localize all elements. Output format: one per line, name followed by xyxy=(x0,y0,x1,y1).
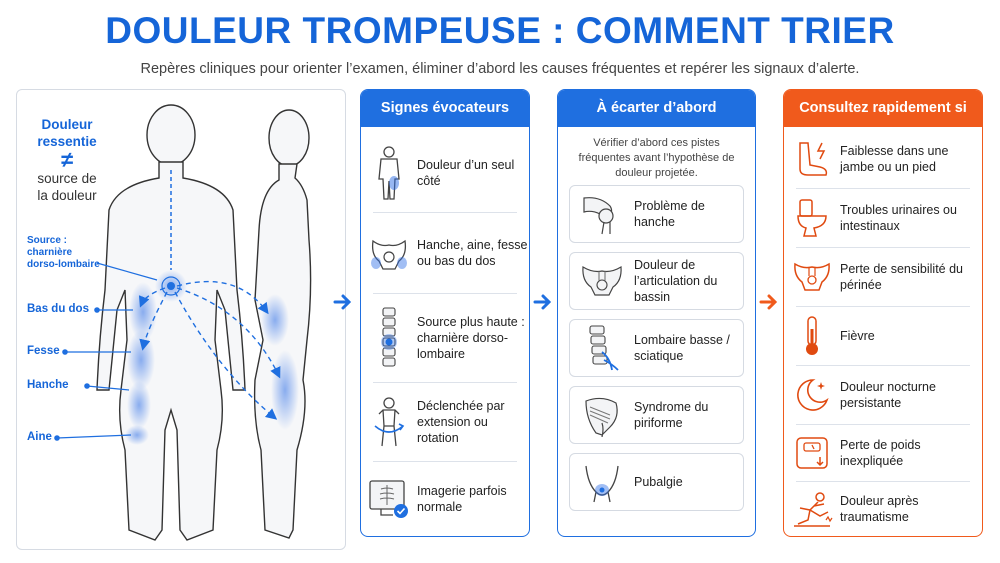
list-item: Source plus haute : charnière dorso-lomb… xyxy=(361,294,529,382)
page-title: DOULEUR TROMPEUSE : COMMENT TRIER xyxy=(105,10,895,51)
source-line1: source de xyxy=(37,171,97,186)
urgent-text: Douleur après traumatisme xyxy=(840,494,919,524)
source-label: Source : charnière dorso-lombaire xyxy=(27,235,100,271)
toilet-icon xyxy=(784,198,840,238)
body-illustration xyxy=(54,104,312,541)
source-label-line3: dorso-lombaire xyxy=(27,259,100,270)
fall-icon xyxy=(784,490,840,528)
foot-weakness-icon xyxy=(784,139,840,179)
source-label-line2: charnière xyxy=(27,247,73,258)
list-item: Douleur d’un seul côté xyxy=(361,134,529,212)
list-item: Problème de hanche xyxy=(569,185,744,243)
pelvis-joint-icon xyxy=(570,261,634,301)
not-equal-symbol: ≠ xyxy=(60,147,74,172)
rule-out-text: Syndrome du piriforme xyxy=(634,400,709,430)
urgent-header: Consultez rapidement si xyxy=(784,90,982,127)
list-item: Faiblesse dans une jambe ou un pied xyxy=(784,130,982,188)
list-item: Fièvre xyxy=(784,307,982,365)
urgent-text: Troubles urinaires ou intestinaux xyxy=(840,203,957,233)
page-subtitle: Repères cliniques pour orienter l’examen… xyxy=(140,61,860,77)
label-lower-back: Bas du dos xyxy=(27,303,89,315)
rule-out-header: À écarter d’abord xyxy=(558,90,755,127)
rule-out-text: Douleur de l’articulation du bassin xyxy=(634,258,718,304)
list-item: Lombaire basse / sciatique xyxy=(569,319,744,377)
signs-header: Signes évocateurs xyxy=(361,90,529,127)
thermometer-icon xyxy=(784,315,840,357)
list-item: Douleur de l’articulation du bassin xyxy=(569,252,744,310)
source-line2: la douleur xyxy=(37,188,97,203)
list-item: Imagerie parfois normale xyxy=(361,462,529,536)
source-point xyxy=(167,282,175,290)
list-item: Syndrome du piriforme xyxy=(569,386,744,444)
rule-out-text: Problème de hanche xyxy=(634,199,705,229)
urgent-panel: Consultez rapidement si Faiblesse dans u… xyxy=(783,89,983,537)
list-item: Douleur nocturne persistante xyxy=(784,366,982,424)
headline-line2: ressentie xyxy=(37,134,97,149)
urgent-text: Perte de sensibilité du périnée xyxy=(840,262,963,292)
sign-text: Source plus haute : charnière dorso-lomb… xyxy=(417,315,525,361)
rule-out-text: Lombaire basse / sciatique xyxy=(634,333,730,363)
rule-out-panel: À écarter d’abord Vérifier d’abord ces p… xyxy=(557,89,756,537)
list-item: Perte de sensibilité du périnée xyxy=(784,248,982,306)
headline-line1: Douleur xyxy=(41,117,93,132)
source-label-line1: Source : xyxy=(27,235,68,246)
rule-out-text: Pubalgie xyxy=(634,475,683,489)
list-item: Pubalgie xyxy=(569,453,744,511)
pelvis-icon xyxy=(361,231,417,275)
back-view-body xyxy=(96,104,246,541)
sign-text: Hanche, aine, fesse ou bas du dos xyxy=(417,238,528,268)
scale-icon xyxy=(784,435,840,471)
label-buttock: Fesse xyxy=(27,345,60,357)
label-hip: Hanche xyxy=(27,379,69,391)
lumbar-nerve-icon xyxy=(570,324,634,372)
sign-text: Imagerie parfois normale xyxy=(417,484,507,514)
list-item: Hanche, aine, fesse ou bas du dos xyxy=(361,213,529,293)
urgent-text: Perte de poids inexpliquée xyxy=(840,438,921,468)
rule-out-intro: Vérifier d’abord ces pistes fréquentes a… xyxy=(578,137,735,179)
list-item: Troubles urinaires ou intestinaux xyxy=(784,189,982,247)
label-groin: Aine xyxy=(27,431,52,443)
signs-panel: Signes évocateurs Douleur d’un seul côté… xyxy=(360,89,530,537)
piriformis-icon xyxy=(570,393,634,437)
sign-text: Déclenchée par extension ou rotation xyxy=(417,399,505,445)
xray-monitor-icon xyxy=(361,477,417,521)
rotation-icon xyxy=(361,396,417,448)
arrow-right-icon xyxy=(533,294,552,310)
arrow-right-icon xyxy=(759,294,778,310)
pain-vs-source-label: Douleur ressentie ≠ source de la douleur xyxy=(27,116,107,204)
moon-icon xyxy=(784,376,840,414)
pubis-icon xyxy=(570,460,634,504)
person-one-side-icon xyxy=(361,145,417,201)
sign-text: Douleur d’un seul côté xyxy=(417,158,515,188)
arrow-right-icon xyxy=(333,294,352,310)
list-item: Douleur après traumatisme xyxy=(784,482,982,536)
anatomy-panel: Douleur ressentie ≠ source de la douleur… xyxy=(16,89,346,550)
hip-joint-icon xyxy=(570,192,634,236)
spine-icon xyxy=(361,306,417,370)
list-item: Perte de poids inexpliquée xyxy=(784,425,982,481)
urgent-text: Fièvre xyxy=(840,329,875,343)
urgent-text: Douleur nocturne persistante xyxy=(840,380,936,410)
list-item: Déclenchée par extension ou rotation xyxy=(361,383,529,461)
pelvis-numb-icon xyxy=(784,258,840,296)
urgent-text: Faiblesse dans une jambe ou un pied xyxy=(840,144,949,174)
